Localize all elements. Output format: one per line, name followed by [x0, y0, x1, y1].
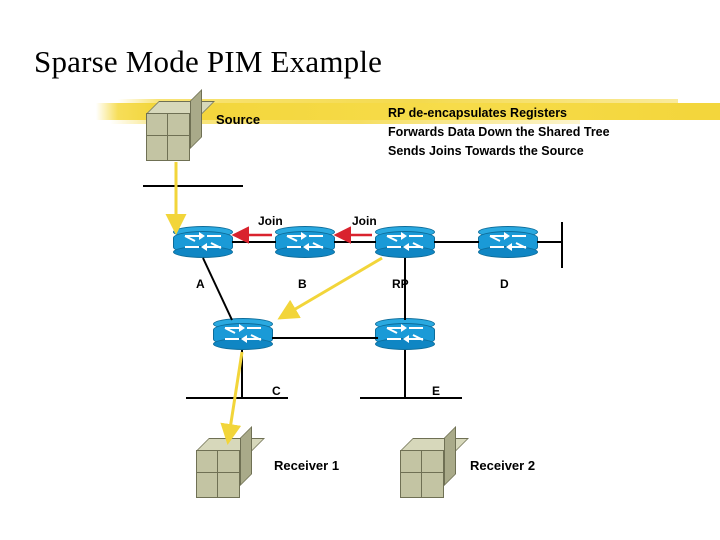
receiver1-label: Receiver 1	[274, 458, 340, 473]
router-c-label: C	[272, 384, 281, 398]
host-divider-horizontal	[401, 472, 443, 473]
yellow-brush-highlight	[96, 103, 720, 120]
join-label-right: Join	[352, 214, 377, 228]
host-front-face	[400, 450, 444, 498]
host-divider-vertical	[167, 114, 168, 160]
data-arrow-rp-to-c	[277, 256, 383, 320]
router-d-label: D	[500, 277, 509, 291]
router-c	[213, 318, 273, 351]
router-a	[173, 226, 233, 259]
router-arrows-icon	[489, 232, 527, 251]
annotation-line-3: Sends Joins Towards the Source	[388, 144, 584, 158]
link-a-c	[202, 257, 233, 321]
host-side-face	[240, 426, 252, 486]
router-arrows-icon	[386, 324, 424, 343]
host-divider-horizontal	[147, 135, 189, 136]
host-divider-horizontal	[197, 472, 239, 473]
host-side-face	[190, 89, 202, 149]
annotation-line-1: RP de-encapsulates Registers	[388, 106, 568, 120]
router-rp-label: RP	[392, 277, 409, 291]
host-divider-vertical	[421, 451, 422, 497]
router-rp	[375, 226, 435, 259]
yellow-brush-highlight-bottom	[110, 120, 580, 124]
router-b-label: B	[298, 277, 307, 291]
page-title: Sparse Mode PIM Example	[34, 44, 383, 79]
host-front-face	[146, 113, 190, 161]
router-arrows-icon	[224, 324, 262, 343]
source-label: Source	[216, 112, 261, 127]
receiver1-host	[196, 426, 265, 498]
host-side-face	[444, 426, 456, 486]
router-a-label: A	[196, 277, 205, 291]
join-label-left: Join	[258, 214, 283, 228]
receiver2-host	[400, 426, 469, 498]
router-e	[375, 318, 435, 351]
router-arrows-icon	[386, 232, 424, 251]
data-arrow-c-to-receiver1	[220, 351, 244, 445]
router-e-label: E	[432, 384, 441, 398]
yellow-brush-highlight-top	[118, 99, 678, 104]
receiver2-label: Receiver 2	[470, 458, 536, 473]
router-arrows-icon	[286, 232, 324, 251]
annotation-line-2: Forwards Data Down the Shared Tree	[388, 125, 610, 139]
router-d	[478, 226, 538, 259]
link-source-segment	[143, 185, 243, 187]
router-b	[275, 226, 335, 259]
host-front-face	[196, 450, 240, 498]
host-divider-vertical	[217, 451, 218, 497]
router-arrows-icon	[184, 232, 222, 251]
source-host	[146, 89, 215, 161]
